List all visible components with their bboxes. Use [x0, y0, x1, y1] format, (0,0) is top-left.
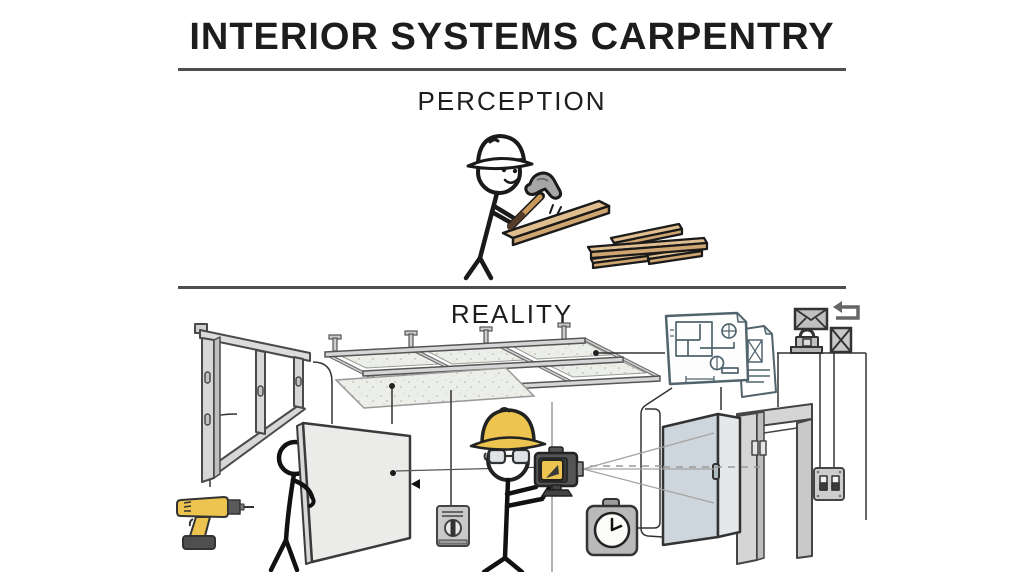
stud-left: [201, 337, 215, 483]
arm-upper: [491, 203, 520, 223]
wood-plank-pile: [586, 222, 709, 270]
panel-face: [301, 421, 412, 564]
smile: [503, 177, 520, 184]
perception-label: PERCEPTION: [417, 86, 607, 116]
floor-plan-lines: [670, 321, 739, 382]
box-dial-slot: [450, 520, 456, 536]
hinges: [751, 440, 767, 456]
top-track: [199, 329, 311, 362]
hardware-icons: [790, 301, 860, 354]
return-arrow-icon: [833, 301, 860, 320]
reality-label: REALITY: [450, 299, 574, 329]
cordless-drill-icon: [176, 496, 254, 550]
blueprint-to-door-wire: [640, 387, 673, 538]
worker-leg-right: [502, 555, 525, 572]
box-vents: [442, 511, 463, 517]
laser-window-wedge: [546, 465, 559, 478]
door-frame: [736, 403, 813, 565]
box-base-strip: [438, 539, 468, 545]
ceiling-main-runners: [324, 337, 661, 396]
carrier-leg-right: [283, 537, 300, 572]
laser-lens: [576, 461, 584, 477]
worker-arm-upper: [504, 484, 539, 497]
carrier-body: [283, 471, 297, 543]
door-edge-strip: [716, 412, 742, 539]
switch-screws: [816, 470, 842, 498]
divider-line-mid: [178, 286, 846, 289]
leg-right: [477, 255, 494, 281]
divider-line-top: [178, 68, 846, 71]
crate-x-icon: [829, 326, 853, 354]
plank-long-top: [586, 236, 709, 260]
frame-left-reveal: [756, 411, 765, 561]
drywall-panel: [296, 421, 549, 565]
body: [477, 190, 500, 261]
detached-ceiling-tile: [334, 367, 536, 409]
switch-toggles: [819, 475, 840, 491]
frame-inner-head-line: [763, 427, 798, 434]
white-hard-hat-icon: [466, 134, 534, 171]
drill-tip: [239, 503, 245, 511]
eye-right: [512, 168, 518, 174]
hammer-icon: [507, 171, 563, 230]
light-switch-plate-icon: [813, 467, 845, 501]
blueprints-icon: [664, 311, 777, 398]
laser-fan-lines: [582, 432, 760, 504]
door-leaf: [661, 412, 742, 547]
drill-vents: [183, 501, 192, 512]
stud-knockout-slots: [204, 371, 302, 426]
stud-left-flange: [213, 336, 221, 479]
padlock-icon: [790, 328, 823, 354]
panel-edge-arrow: [411, 479, 420, 489]
drill-battery: [182, 535, 216, 550]
laser-level-icon: [533, 446, 584, 497]
drill-chuck: [227, 499, 241, 515]
carrier-arm: [290, 477, 316, 508]
motion-lines: [549, 204, 562, 216]
suspended-ceiling-grid: [324, 322, 661, 409]
page-title: INTERIOR SYSTEMS CARPENTRY: [189, 16, 835, 58]
panel-callout-dot: [390, 470, 396, 476]
ceiling-hangers: [328, 322, 571, 352]
laser-base: [541, 489, 573, 497]
laser-window: [540, 459, 564, 481]
worker-leg-left: [481, 555, 508, 572]
leg-left: [463, 255, 483, 281]
perception-illustration: [463, 134, 709, 281]
tile-callout-dot: [389, 383, 395, 389]
reality-illustration: [176, 301, 867, 572]
studwall-right-curve: [312, 361, 333, 424]
envelope-icon: [793, 307, 829, 331]
yellow-hard-hat-icon: [469, 407, 547, 451]
drill-trigger: [188, 518, 194, 527]
frame-right-jamb: [796, 418, 813, 559]
metal-stud-wall: [194, 323, 311, 483]
stopwatch-hands: [610, 517, 623, 532]
wall-junction-box-icon: [436, 505, 470, 547]
stopwatch-icon: [585, 498, 639, 557]
nailed-plank: [501, 199, 611, 247]
blueprint-front-sheet: [664, 311, 750, 386]
carrier-leg-left: [268, 537, 289, 572]
ceiling-callout-dot: [593, 350, 599, 356]
